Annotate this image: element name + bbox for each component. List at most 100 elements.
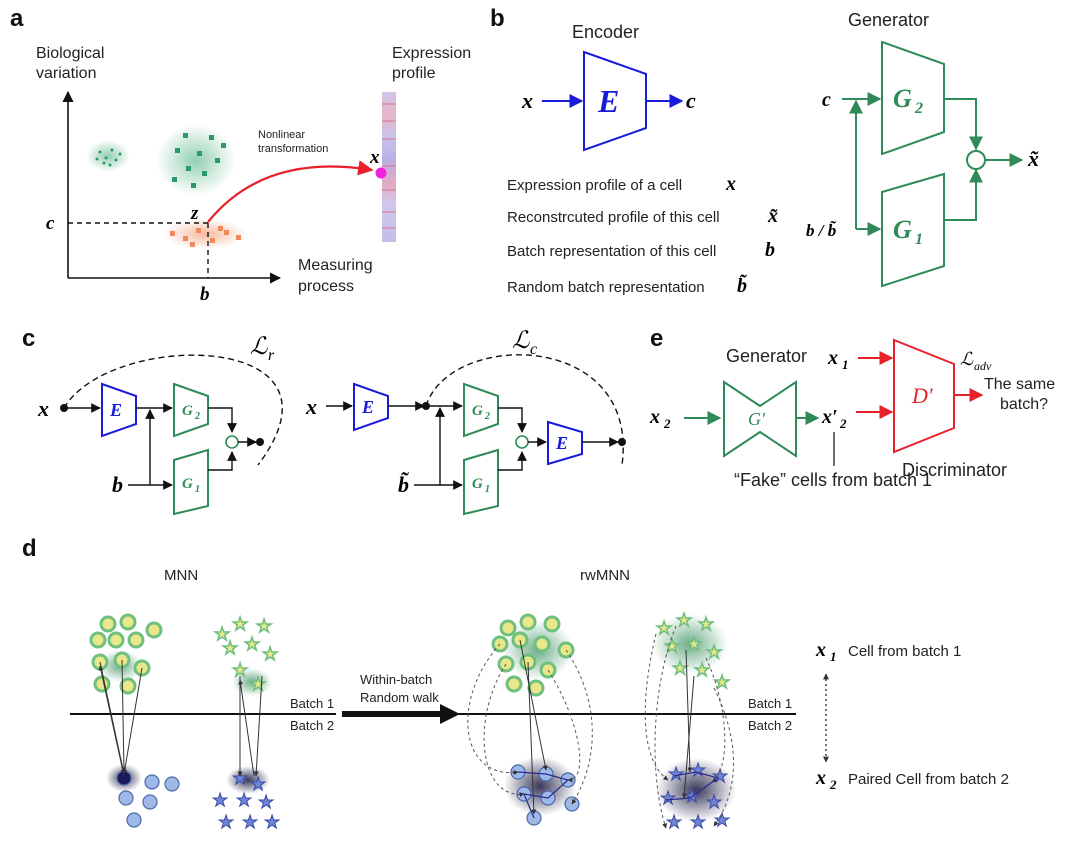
mnn-batch1-circles bbox=[89, 613, 163, 695]
g2-block bbox=[881, 40, 945, 156]
large-green-points bbox=[172, 133, 226, 188]
c-left-combine bbox=[225, 435, 239, 449]
combine-node bbox=[966, 150, 986, 170]
legend-x1-text: Cell from batch 1 bbox=[848, 643, 961, 660]
g1-subscript: 1 bbox=[915, 231, 923, 248]
panel-d: d MNN rwMNN Batch 1 Batch 2 Batch 1 Batc… bbox=[22, 535, 1009, 833]
legend-sym-3: b bbox=[765, 239, 775, 261]
c-left-g1 bbox=[173, 448, 209, 516]
svg-text:★: ★ bbox=[262, 644, 278, 664]
y-axis-label-line1: Biological bbox=[36, 45, 104, 62]
e-loss-sub: adv bbox=[974, 359, 992, 373]
svg-text:★: ★ bbox=[264, 812, 280, 832]
loss-r-subscript: r bbox=[268, 347, 275, 364]
g2-subscript: 2 bbox=[914, 100, 923, 117]
rw-batch2-star-glow bbox=[656, 758, 736, 822]
svg-text:★: ★ bbox=[690, 760, 706, 780]
g1-block bbox=[881, 172, 945, 288]
x-axis-label-line1: Measuring bbox=[298, 257, 373, 274]
c-right-b-tilde: b̃ bbox=[398, 472, 409, 497]
c-left-encoder-label: E bbox=[109, 400, 122, 420]
orange-cluster bbox=[163, 219, 247, 249]
svg-text:★: ★ bbox=[712, 766, 728, 786]
mnn-pair-lines bbox=[98, 659, 263, 777]
e-generator-title: Generator bbox=[726, 346, 807, 366]
mnn-batch2-circles bbox=[116, 770, 180, 828]
e-x2: x bbox=[649, 406, 660, 428]
svg-text:★: ★ bbox=[232, 660, 248, 680]
panel-a: a Biological variation Measuring process bbox=[10, 5, 471, 305]
svg-text:★: ★ bbox=[256, 616, 272, 636]
c-right-g1 bbox=[463, 448, 499, 516]
g2-to-combine bbox=[944, 98, 983, 151]
c-left-b: b bbox=[112, 472, 123, 497]
c-left-encoder bbox=[101, 382, 137, 438]
e-question-line1: The same bbox=[984, 376, 1055, 393]
random-walk-label-line1: Within-batch bbox=[360, 672, 432, 687]
legend-text-2: Reconstrcuted profile of this cell bbox=[507, 209, 720, 226]
label-c: c bbox=[46, 213, 55, 234]
svg-text:★: ★ bbox=[214, 624, 230, 644]
panel-label-a: a bbox=[10, 5, 24, 32]
e-fake-label: “Fake” cells from batch 1 bbox=[734, 470, 932, 490]
c-left-g1-label: G bbox=[182, 476, 193, 492]
nonlinear-label-line2: transformation bbox=[258, 143, 328, 155]
svg-text:★: ★ bbox=[250, 774, 266, 794]
panel-label-c: c bbox=[22, 325, 35, 352]
small-green-cluster bbox=[86, 140, 130, 172]
expression-bar-marks bbox=[382, 103, 396, 229]
svg-text:★: ★ bbox=[222, 638, 238, 658]
svg-text:★: ★ bbox=[694, 660, 710, 680]
c-left-g2 bbox=[173, 382, 209, 438]
c-left-g2-sub: 2 bbox=[194, 411, 200, 422]
e-g-prime-block bbox=[723, 380, 797, 458]
svg-text:★: ★ bbox=[660, 788, 676, 808]
encoder-symbol: E bbox=[597, 83, 619, 119]
loss-c-symbol: ℒ bbox=[512, 328, 530, 354]
e-x2-prime-sub: 2 bbox=[839, 416, 847, 431]
cycle-loss-curve bbox=[425, 354, 624, 466]
e-x1: x bbox=[827, 347, 838, 369]
rwmnn-title: rwMNN bbox=[580, 567, 630, 584]
loss-r-symbol: ℒ bbox=[250, 334, 268, 360]
svg-text:★: ★ bbox=[236, 790, 252, 810]
magenta-point bbox=[375, 167, 387, 179]
c-right-g1-sub: 1 bbox=[485, 484, 490, 495]
c-right-out-dot bbox=[618, 438, 626, 446]
e-d-prime-label: D′ bbox=[911, 383, 934, 408]
legend-sym-2: x̃ bbox=[767, 205, 779, 227]
svg-text:★: ★ bbox=[690, 812, 706, 832]
c-left-g2-out bbox=[208, 407, 237, 433]
svg-text:★: ★ bbox=[212, 790, 228, 810]
generator-input-c: c bbox=[822, 89, 831, 111]
label-x: x bbox=[369, 147, 380, 168]
c-right-x: x bbox=[305, 394, 317, 419]
c-right-encoder-2 bbox=[547, 420, 583, 466]
encoder-output-c: c bbox=[686, 88, 696, 113]
rwmnn-batch1: Batch 1 bbox=[748, 696, 792, 711]
orange-points bbox=[170, 226, 241, 247]
c-right-g2 bbox=[463, 382, 499, 438]
mnn-batch1: Batch 1 bbox=[290, 696, 334, 711]
panel-label-d: d bbox=[22, 535, 37, 562]
c-left-g1-sub: 1 bbox=[195, 484, 200, 495]
g1-to-combine bbox=[944, 168, 983, 221]
svg-text:★: ★ bbox=[250, 674, 266, 694]
expression-label-line2: profile bbox=[392, 65, 436, 82]
mnn-batch2-star-glow bbox=[226, 766, 270, 794]
c-left-out-dot bbox=[256, 438, 264, 446]
legend-x2: x bbox=[815, 767, 826, 789]
svg-text:★: ★ bbox=[244, 634, 260, 654]
c-right-combine bbox=[515, 435, 529, 449]
legend-text-1: Expression profile of a cell bbox=[507, 177, 682, 194]
c-right-g2-sub: 2 bbox=[484, 411, 490, 422]
e-x2-prime: x′ bbox=[821, 406, 838, 428]
encoder-block bbox=[583, 50, 647, 152]
random-walk-label-line2: Random walk bbox=[360, 690, 439, 705]
legend-text-3: Batch representation of this cell bbox=[507, 243, 716, 260]
reconstruction-loss-curve bbox=[63, 354, 283, 466]
legend-text-4: Random batch representation bbox=[507, 279, 705, 296]
rw-batch1-stars: ★★★ ★★★ ★★★ bbox=[655, 609, 731, 693]
svg-text:★: ★ bbox=[656, 618, 672, 638]
